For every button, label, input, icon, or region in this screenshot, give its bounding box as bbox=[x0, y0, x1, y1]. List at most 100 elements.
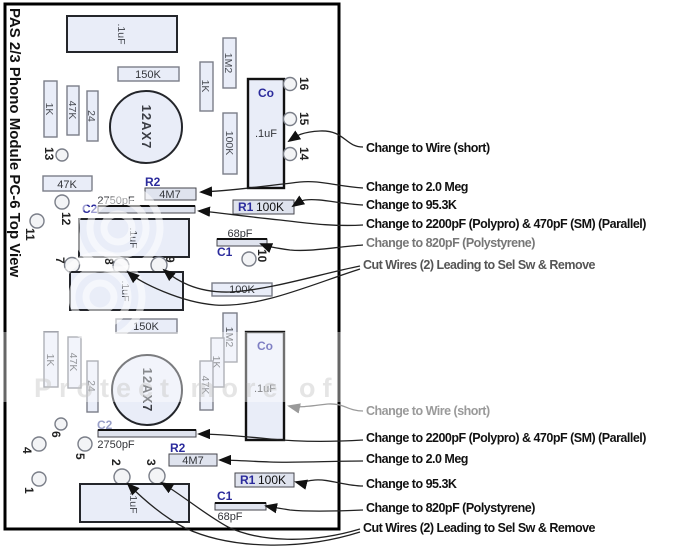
bot-tube bbox=[111, 354, 183, 426]
bot-r2-body bbox=[168, 453, 218, 467]
leader-bot-95k bbox=[294, 479, 364, 490]
pin-3-pad bbox=[148, 467, 166, 485]
top-150k-label: 150K bbox=[135, 69, 161, 81]
leader-top-cutwire-b bbox=[126, 268, 361, 306]
top-47k-horiz-resistor bbox=[42, 175, 93, 192]
bot-r2-ref: R2 bbox=[170, 441, 186, 455]
top-tube bbox=[109, 90, 183, 164]
top-c1-ref: C1 bbox=[217, 245, 233, 259]
top-47k-left-label: 47K bbox=[66, 101, 78, 120]
bot-c1-body bbox=[214, 502, 267, 511]
bot-150k-label: 150K bbox=[133, 321, 159, 333]
top-100k-horiz-resistor bbox=[211, 282, 273, 297]
watermark-ring bbox=[72, 182, 164, 274]
pin-13-pad bbox=[55, 148, 69, 162]
top-r2-ref: R2 bbox=[145, 175, 161, 189]
bot-r1-ref: R1 bbox=[240, 473, 256, 487]
leader-bot-cutwire-b bbox=[126, 482, 361, 546]
leader-top-cutwire-a bbox=[162, 265, 361, 293]
bottom-channel: 150K 1K 47K 24 12AX7 1M2 1K 47K Co .1uF … bbox=[20, 312, 295, 523]
pin-3-label: 3 bbox=[144, 459, 158, 466]
leader-top-2meg bbox=[199, 180, 364, 197]
annotation-bot-cutwires: Cut Wires (2) Leading to Sel Sw & Remove bbox=[363, 521, 596, 535]
annotation-bot-820pf: Change to 820pF (Polystyrene) bbox=[366, 501, 535, 515]
annotation-bot-2200pf: Change to 2200pF (Polypro) & 470pF (SM) … bbox=[366, 431, 646, 445]
top-c1-value: 68pF bbox=[227, 228, 252, 240]
annotation-top-95k: Change to 95.3K bbox=[366, 198, 457, 212]
bot-output-cap-label: .1uF bbox=[127, 492, 139, 513]
leader-top-820pf bbox=[259, 243, 364, 253]
top-r2-value: 4M7 bbox=[159, 189, 180, 201]
annotation-top-cutwires: Cut Wires (2) Leading to Sel Sw & Remove bbox=[363, 258, 596, 272]
top-47k-horiz-label: 47K bbox=[57, 179, 77, 191]
bot-1k-left-label: 1K bbox=[44, 354, 56, 367]
top-24-label: 24 bbox=[85, 110, 97, 122]
pin-11-label: 11 bbox=[23, 228, 37, 241]
pin-8-label: 8 bbox=[102, 258, 116, 265]
top-r1-value: 100K bbox=[256, 200, 284, 214]
bot-r1-body bbox=[234, 472, 295, 488]
top-47k-left-resistor bbox=[66, 85, 80, 136]
leader-bot-2200pf bbox=[197, 428, 364, 443]
bot-47k-left-label: 47K bbox=[67, 353, 79, 372]
top-1k-left-resistor bbox=[43, 80, 58, 138]
top-1k-right-label: 1K bbox=[199, 80, 211, 93]
pin-5-pad bbox=[77, 436, 93, 452]
pin-2-label: 2 bbox=[109, 459, 123, 466]
leader-bot-cutwire-a bbox=[160, 481, 361, 540]
top-connector bbox=[246, 77, 286, 190]
leader-bot-820pf bbox=[264, 503, 364, 514]
bot-c1-value: 68pF bbox=[217, 511, 242, 523]
top-1k-right-resistor bbox=[199, 61, 214, 112]
pin-7-label: 7 bbox=[53, 257, 67, 264]
pin-1-label: 1 bbox=[22, 487, 36, 494]
annotation-top-wire-short: Change to Wire (short) bbox=[366, 141, 490, 155]
pin-11-pad bbox=[29, 213, 45, 229]
watermark-ring bbox=[68, 265, 132, 329]
top-input-cap-label: .1uF bbox=[115, 23, 127, 44]
bot-r2-value: 4M7 bbox=[182, 455, 203, 467]
top-1k-left-label: 1K bbox=[43, 103, 55, 116]
pin-14-label: 14 bbox=[297, 147, 311, 161]
bot-24-label: 24 bbox=[85, 380, 97, 392]
bot-1m2-label: 1M2 bbox=[223, 327, 235, 348]
bot-c2-value: 2750pF bbox=[97, 439, 135, 451]
bot-c2-body bbox=[97, 429, 197, 438]
pin-10-pad bbox=[241, 251, 257, 267]
top-1m2-resistor bbox=[222, 37, 237, 89]
pin-6-pad bbox=[54, 417, 68, 431]
top-100k-vert-resistor bbox=[222, 112, 238, 175]
pin-9-label: 9 bbox=[163, 256, 177, 263]
watermark-ring bbox=[100, 210, 136, 246]
bot-24-resistor bbox=[86, 360, 99, 413]
top-1m2-label: 1M2 bbox=[222, 53, 234, 74]
annotation-top-2200pf: Change to 2200pF (Polypro) & 470pF (SM) … bbox=[366, 217, 646, 231]
pin-14-pad bbox=[282, 146, 298, 162]
bot-tube-label: 12AX7 bbox=[140, 368, 155, 413]
watermark-band bbox=[0, 332, 689, 402]
watermark-ring bbox=[82, 279, 118, 315]
bot-c1-ref: C1 bbox=[217, 489, 233, 503]
board-title: PAS 2/3 Phono Module PC-6 Top View bbox=[6, 8, 23, 278]
annotation-top-2meg: Change to 2.0 Meg bbox=[366, 180, 468, 194]
leader-lines bbox=[126, 130, 364, 546]
pin-4-pad bbox=[31, 436, 47, 452]
pin-12-label: 12 bbox=[59, 212, 73, 226]
top-connector-value: .1uF bbox=[255, 128, 277, 140]
watermark: Protect more of bbox=[0, 182, 689, 403]
bot-47k-right-label: 47K bbox=[199, 376, 211, 395]
top-connector-ref: Co bbox=[258, 86, 274, 100]
pin-10-label: 10 bbox=[255, 249, 269, 263]
top-24-resistor bbox=[86, 90, 99, 142]
pin-6-label: 6 bbox=[49, 431, 63, 438]
leader-top-wire-short bbox=[287, 130, 364, 148]
leader-top-2200pf bbox=[197, 206, 364, 227]
top-tube-label: 12AX7 bbox=[139, 105, 154, 150]
pin-1-pad bbox=[31, 471, 47, 487]
pin-15-label: 15 bbox=[297, 112, 311, 126]
bot-connector bbox=[244, 330, 286, 442]
annotation-bot-2meg: Change to 2.0 Meg bbox=[366, 452, 468, 466]
leader-bot-wire-short bbox=[287, 403, 364, 414]
